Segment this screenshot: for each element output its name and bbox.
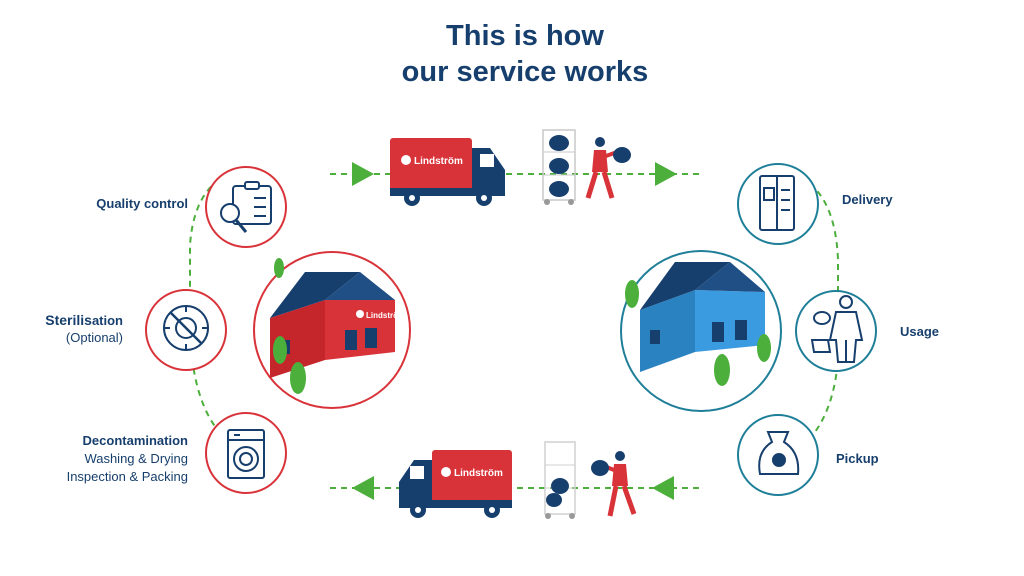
red-factory-icon: Lindström bbox=[270, 258, 405, 394]
decontamination-label: Decontamination bbox=[82, 433, 188, 448]
quality-control-step bbox=[205, 166, 287, 248]
page-title-line-1: This is how bbox=[446, 20, 604, 52]
quality-control-label: Quality control bbox=[96, 196, 188, 211]
arrow-right-icon bbox=[655, 162, 677, 186]
sterilisation-label-rest: ation bbox=[91, 313, 123, 328]
worker-carrying-bag-icon bbox=[585, 137, 631, 199]
arrow-left-icon bbox=[652, 476, 674, 500]
blue-factory-icon bbox=[625, 262, 771, 386]
factory-brand-label: Lindström bbox=[366, 311, 405, 320]
sterilisation-label-bold: Sterilis bbox=[45, 312, 92, 328]
delivery-truck-icon: Lindström bbox=[390, 138, 505, 206]
inspection-packing-label: Inspection & Packing bbox=[66, 469, 188, 484]
sterilisation-optional-label: (Optional) bbox=[65, 330, 123, 345]
pickup-label: Pickup bbox=[836, 451, 879, 466]
worker-carrying-bag-icon bbox=[591, 451, 637, 517]
laundry-cart-icon bbox=[542, 129, 576, 205]
clipboard-magnifier-icon bbox=[220, 181, 272, 233]
pickup-truck-icon: Lindström bbox=[399, 450, 512, 518]
arrow-right-icon bbox=[352, 162, 374, 186]
virus-crossed-icon bbox=[163, 305, 209, 351]
truck-brand-label: Lindström bbox=[414, 156, 463, 167]
truck-brand-label: Lindström bbox=[454, 468, 503, 479]
washing-drying-label: Washing & Drying bbox=[84, 451, 188, 466]
laundry-bag-icon bbox=[758, 431, 800, 475]
sterilisation-label: Sterilisation bbox=[45, 311, 123, 330]
page-title-line-2: our service works bbox=[401, 56, 649, 88]
protective-suit-icon bbox=[810, 295, 864, 363]
arrow-left-icon bbox=[352, 476, 374, 500]
usage-label: Usage bbox=[900, 324, 940, 339]
direction-arrows bbox=[352, 162, 677, 500]
locker-dispenser-icon bbox=[759, 175, 795, 231]
usage-step bbox=[795, 290, 877, 372]
delivery-label: Delivery bbox=[842, 192, 893, 207]
laundry-cart-icon bbox=[544, 441, 576, 519]
sterilisation-step bbox=[145, 289, 227, 371]
washing-machine-icon bbox=[227, 429, 265, 479]
